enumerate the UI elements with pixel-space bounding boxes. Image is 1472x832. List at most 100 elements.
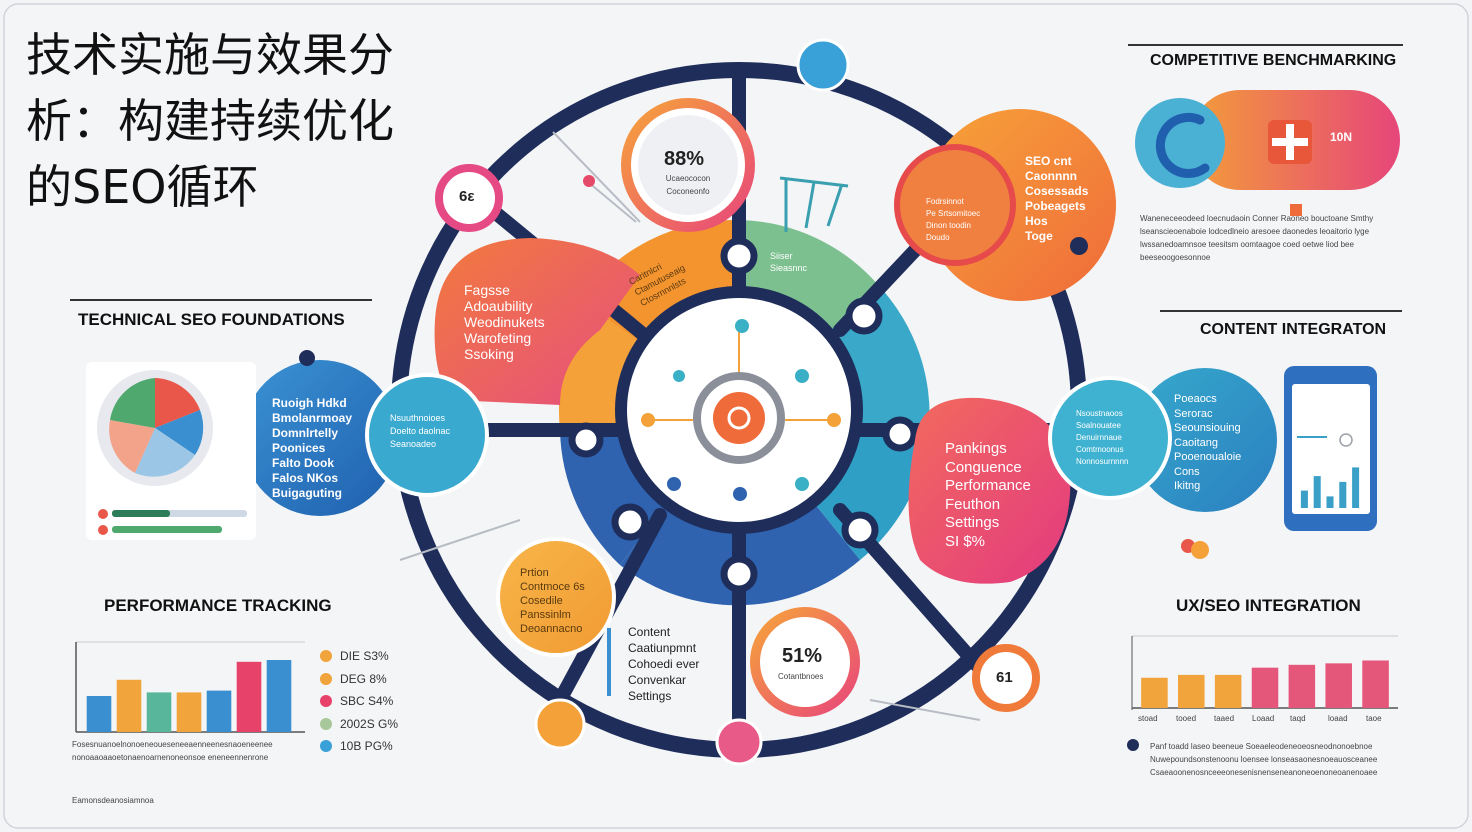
green-segment-text: Siiser Sieasnnc bbox=[770, 251, 808, 273]
chart-bar bbox=[1325, 663, 1352, 708]
pink-segment-text: Pankings Conguence Performance Feuthon S… bbox=[945, 440, 1031, 550]
performance-footer: Eamonsdeanosiamnoa bbox=[72, 796, 154, 805]
legend-item: DIE S3% bbox=[320, 645, 398, 668]
performance-chart bbox=[75, 641, 305, 733]
top-node-icon bbox=[796, 38, 850, 92]
right-badge-label: 61 bbox=[996, 669, 1013, 686]
legend-label: 2002S G% bbox=[340, 716, 399, 731]
competitive-text: Waneneceeodeed loecnudaoin Conner Raoneo… bbox=[1140, 214, 1374, 262]
hub-core bbox=[713, 392, 765, 444]
yellow-circle bbox=[496, 537, 616, 657]
left-badge-ring bbox=[435, 164, 503, 232]
performance-legend: DIE S3% DEG 8% SBC S4% 2002S G% 10B PG% bbox=[320, 645, 398, 758]
ux-x-label: tooed bbox=[1176, 714, 1197, 723]
ux-x-label: loaad bbox=[1328, 714, 1348, 723]
bottom-node-icon bbox=[715, 718, 763, 766]
legend-label: DIE S3% bbox=[340, 649, 389, 664]
orange-segment-blob bbox=[434, 238, 640, 405]
blue-right-inner-circle bbox=[1048, 376, 1172, 500]
chart-bar bbox=[1362, 660, 1389, 708]
legend-label: SBC S4% bbox=[340, 694, 394, 709]
chart-bar bbox=[1251, 667, 1279, 708]
left-badge-label: 6ε bbox=[459, 188, 475, 205]
top-pct-subtext: Ucaeococon Coconeonfo bbox=[665, 174, 711, 196]
technical-rule bbox=[70, 299, 372, 301]
ux-note: Panf toadd laseo beeneue Soeaeleodeneoeo… bbox=[1150, 742, 1378, 777]
chart-bar bbox=[266, 660, 292, 732]
left-connector-dot bbox=[299, 350, 315, 366]
content-heading: CONTENT INTEGRATON bbox=[1200, 321, 1387, 338]
technical-heading: TECHNICAL SEO FOUNDATIONS bbox=[78, 310, 345, 329]
chart-bar bbox=[176, 692, 202, 732]
ux-x-label: taaed bbox=[1214, 714, 1235, 723]
competitive-rule bbox=[1128, 44, 1403, 46]
legend-dot bbox=[320, 672, 332, 685]
phone-bar-chart bbox=[1300, 467, 1360, 508]
legend-label: DEG 8% bbox=[340, 671, 387, 686]
decorative-signal-icon bbox=[779, 176, 849, 232]
tech-bar-fill bbox=[112, 510, 170, 517]
chart-bar bbox=[1326, 496, 1334, 508]
chart-bar bbox=[1300, 490, 1308, 508]
blue-left-circle bbox=[242, 360, 398, 516]
legend-label: 10B PG% bbox=[340, 739, 393, 754]
legend-item: SBC S4% bbox=[320, 690, 398, 713]
legend-dot bbox=[320, 650, 332, 663]
page-title: 技术实施与效果分析：构建持续优化的SEO循环 bbox=[26, 28, 394, 214]
chart-bar bbox=[86, 696, 112, 732]
bottom-left-node-icon bbox=[534, 698, 586, 750]
tech-pie-chart bbox=[109, 378, 204, 477]
chart-bar bbox=[1339, 481, 1347, 508]
chart-bar bbox=[1214, 674, 1242, 708]
bottom-pct-subtext: Cotantbnoes bbox=[778, 672, 824, 681]
performance-note: Fosesnuanoelnonoeneoueseneeaenneenesnaoe… bbox=[72, 740, 273, 762]
top-pct-inner bbox=[638, 115, 738, 215]
orange-segment-text: Fagsse Adoaubility Weodinukets Warofetin… bbox=[464, 282, 545, 362]
blue-right-circle-text: Poeaocs Serorac Seounsiouing Caoitang Po… bbox=[1174, 393, 1242, 492]
top-pct-value: 88% bbox=[664, 148, 705, 170]
ux-x-label: taqd bbox=[1290, 714, 1306, 723]
phone-screen bbox=[1292, 384, 1370, 514]
blue-left-circle-text: Ruoigh Hdkd Bmolanrmoay Domnlrtelly Poon… bbox=[272, 396, 353, 500]
ux-chart bbox=[1131, 635, 1398, 710]
chart-bar bbox=[1313, 476, 1321, 508]
chart-bar bbox=[1178, 674, 1205, 708]
decorative-lines bbox=[399, 131, 981, 721]
chart-bar bbox=[1352, 467, 1360, 508]
legend-dot bbox=[320, 740, 332, 753]
ux-x-label: taoe bbox=[1366, 714, 1382, 723]
tech-bar-fill-2 bbox=[112, 526, 222, 533]
hub-connectors bbox=[641, 319, 841, 501]
competitive-capsule-label: 10N bbox=[1330, 130, 1353, 144]
yellow-circle-text: Prtion Contmoce 6s Cosedile Panssinlm De… bbox=[520, 567, 585, 635]
content-label-text: Content Caatiunpmnt Cohoedi ever Convenk… bbox=[628, 625, 700, 703]
chart-bar bbox=[236, 661, 262, 732]
competitive-heading: COMPETITIVE BENCHMARKING bbox=[1150, 52, 1397, 69]
right-badge-ring bbox=[972, 644, 1040, 712]
chart-bar bbox=[146, 692, 172, 732]
right-connector-dot bbox=[1070, 237, 1088, 255]
ux-x-label: Loaad bbox=[1252, 714, 1275, 723]
legend-dot bbox=[320, 695, 332, 708]
legend-item: 2002S G% bbox=[320, 713, 398, 736]
blue-right-inner-text: Nsoustnaoos Soalnouatee Denuirnnaue Comt… bbox=[1076, 409, 1129, 466]
ux-heading: UX/SEO INTEGRATION bbox=[1176, 596, 1361, 615]
bottom-pct-ring bbox=[750, 607, 860, 717]
legend-item: 10B PG% bbox=[320, 735, 398, 758]
hub-gear-icon bbox=[727, 406, 751, 430]
blue-right-circle bbox=[1133, 368, 1277, 512]
ux-x-label: stoad bbox=[1138, 714, 1158, 723]
legend-item: DEG 8% bbox=[320, 668, 398, 691]
wheel-nodes bbox=[568, 237, 918, 593]
top-right-inner-text: Fodrsinnot Pe Srtsomitoec Dinon toodin D… bbox=[926, 197, 981, 242]
blue-left-inner-text: Nsuuthnoioes Doelto daolnac Seanoadeo bbox=[390, 413, 451, 449]
bottom-pct-value: 51% bbox=[782, 645, 823, 667]
chart-bar bbox=[206, 690, 232, 732]
performance-heading: PERFORMANCE TRACKING bbox=[104, 596, 332, 615]
top-right-circle-text: SEO cnt Caonnnn Cosessads Pobeagets Hos … bbox=[1025, 154, 1089, 243]
hub-ring bbox=[693, 372, 785, 464]
top-right-inner-circle bbox=[894, 144, 1016, 266]
legend-dot bbox=[320, 717, 332, 730]
